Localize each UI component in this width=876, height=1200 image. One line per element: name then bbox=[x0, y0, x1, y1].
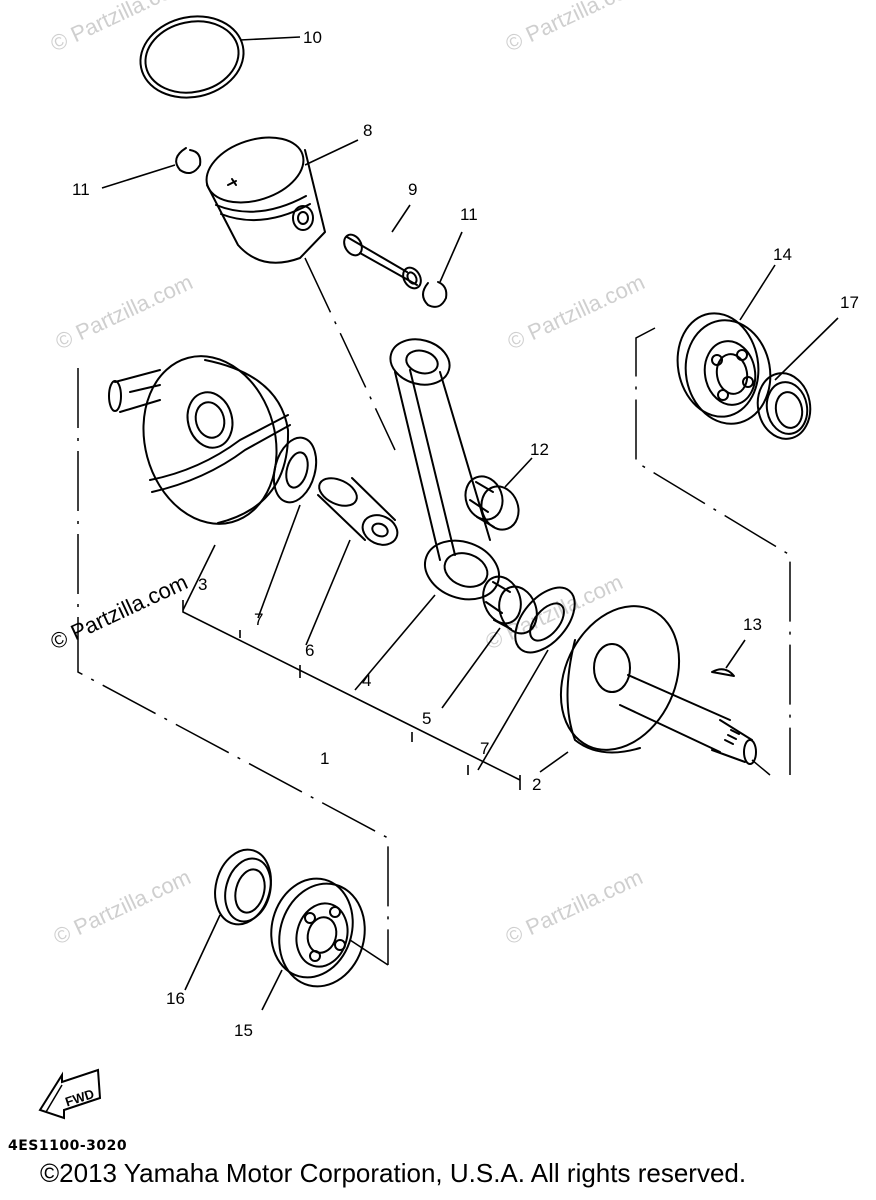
copyright-notice: ©2013 Yamaha Motor Corporation, U.S.A. A… bbox=[40, 1158, 747, 1188]
part-label-13: 13 bbox=[743, 615, 762, 634]
piston-part bbox=[205, 136, 326, 264]
drawing-code: 4ES1100-3020 bbox=[8, 1138, 128, 1154]
oil-seal-part bbox=[214, 848, 272, 926]
small-end-bearing-part bbox=[464, 475, 520, 531]
part-label-16: 16 bbox=[166, 989, 185, 1008]
bearing-part bbox=[676, 312, 772, 425]
watermark: © Partzilla.com bbox=[504, 269, 649, 354]
crank-left-part bbox=[108, 355, 291, 525]
bearing-part bbox=[270, 877, 366, 988]
connecting-rod-part bbox=[389, 338, 500, 601]
part-label-1: 1 bbox=[320, 749, 329, 768]
watermarks: © Partzilla.com © Partzilla.com © Partzi… bbox=[47, 0, 649, 950]
part-label-3: 3 bbox=[198, 575, 207, 594]
part-label-5: 5 bbox=[422, 709, 431, 728]
assembly-lines bbox=[77, 257, 791, 966]
part-label-11: 11 bbox=[72, 180, 90, 199]
watermark: © Partzilla.com bbox=[502, 0, 647, 57]
part-label-7: 7 bbox=[480, 739, 489, 758]
part-label-4: 4 bbox=[362, 671, 371, 690]
part-label-15: 15 bbox=[234, 1021, 253, 1040]
part-labels: 10 8 11 9 11 14 17 12 3 7 13 6 4 5 7 1 2… bbox=[72, 28, 859, 1040]
part-label-6: 6 bbox=[305, 641, 314, 660]
watermark: © Partzilla.com bbox=[47, 569, 192, 654]
part-label-2: 2 bbox=[532, 775, 541, 794]
part-label-9: 9 bbox=[408, 180, 417, 199]
big-end-bearing-part bbox=[482, 575, 538, 635]
part-label-8: 8 bbox=[363, 121, 372, 140]
leader-lines bbox=[101, 36, 839, 1011]
piston-pin-clip-part bbox=[175, 147, 448, 308]
oil-seal-part bbox=[756, 372, 812, 440]
fwd-arrow-icon: FWD bbox=[38, 1068, 102, 1120]
piston-ring-part bbox=[139, 15, 245, 99]
part-label-10: 10 bbox=[303, 28, 322, 47]
part-label-14: 14 bbox=[773, 245, 792, 264]
crank-right-part bbox=[559, 605, 757, 765]
woodruff-key-part bbox=[711, 668, 735, 677]
part-label-17: 17 bbox=[840, 293, 859, 312]
watermark: © Partzilla.com bbox=[502, 864, 647, 949]
watermark: © Partzilla.com bbox=[50, 864, 195, 949]
part-label-7: 7 bbox=[254, 610, 263, 629]
thrust-washer-part bbox=[272, 436, 576, 654]
part-label-12: 12 bbox=[530, 440, 549, 459]
piston-pin-part bbox=[343, 233, 422, 290]
part-label-11: 11 bbox=[460, 205, 478, 224]
crank-pin-part bbox=[317, 477, 399, 546]
watermark: © Partzilla.com bbox=[52, 269, 197, 354]
